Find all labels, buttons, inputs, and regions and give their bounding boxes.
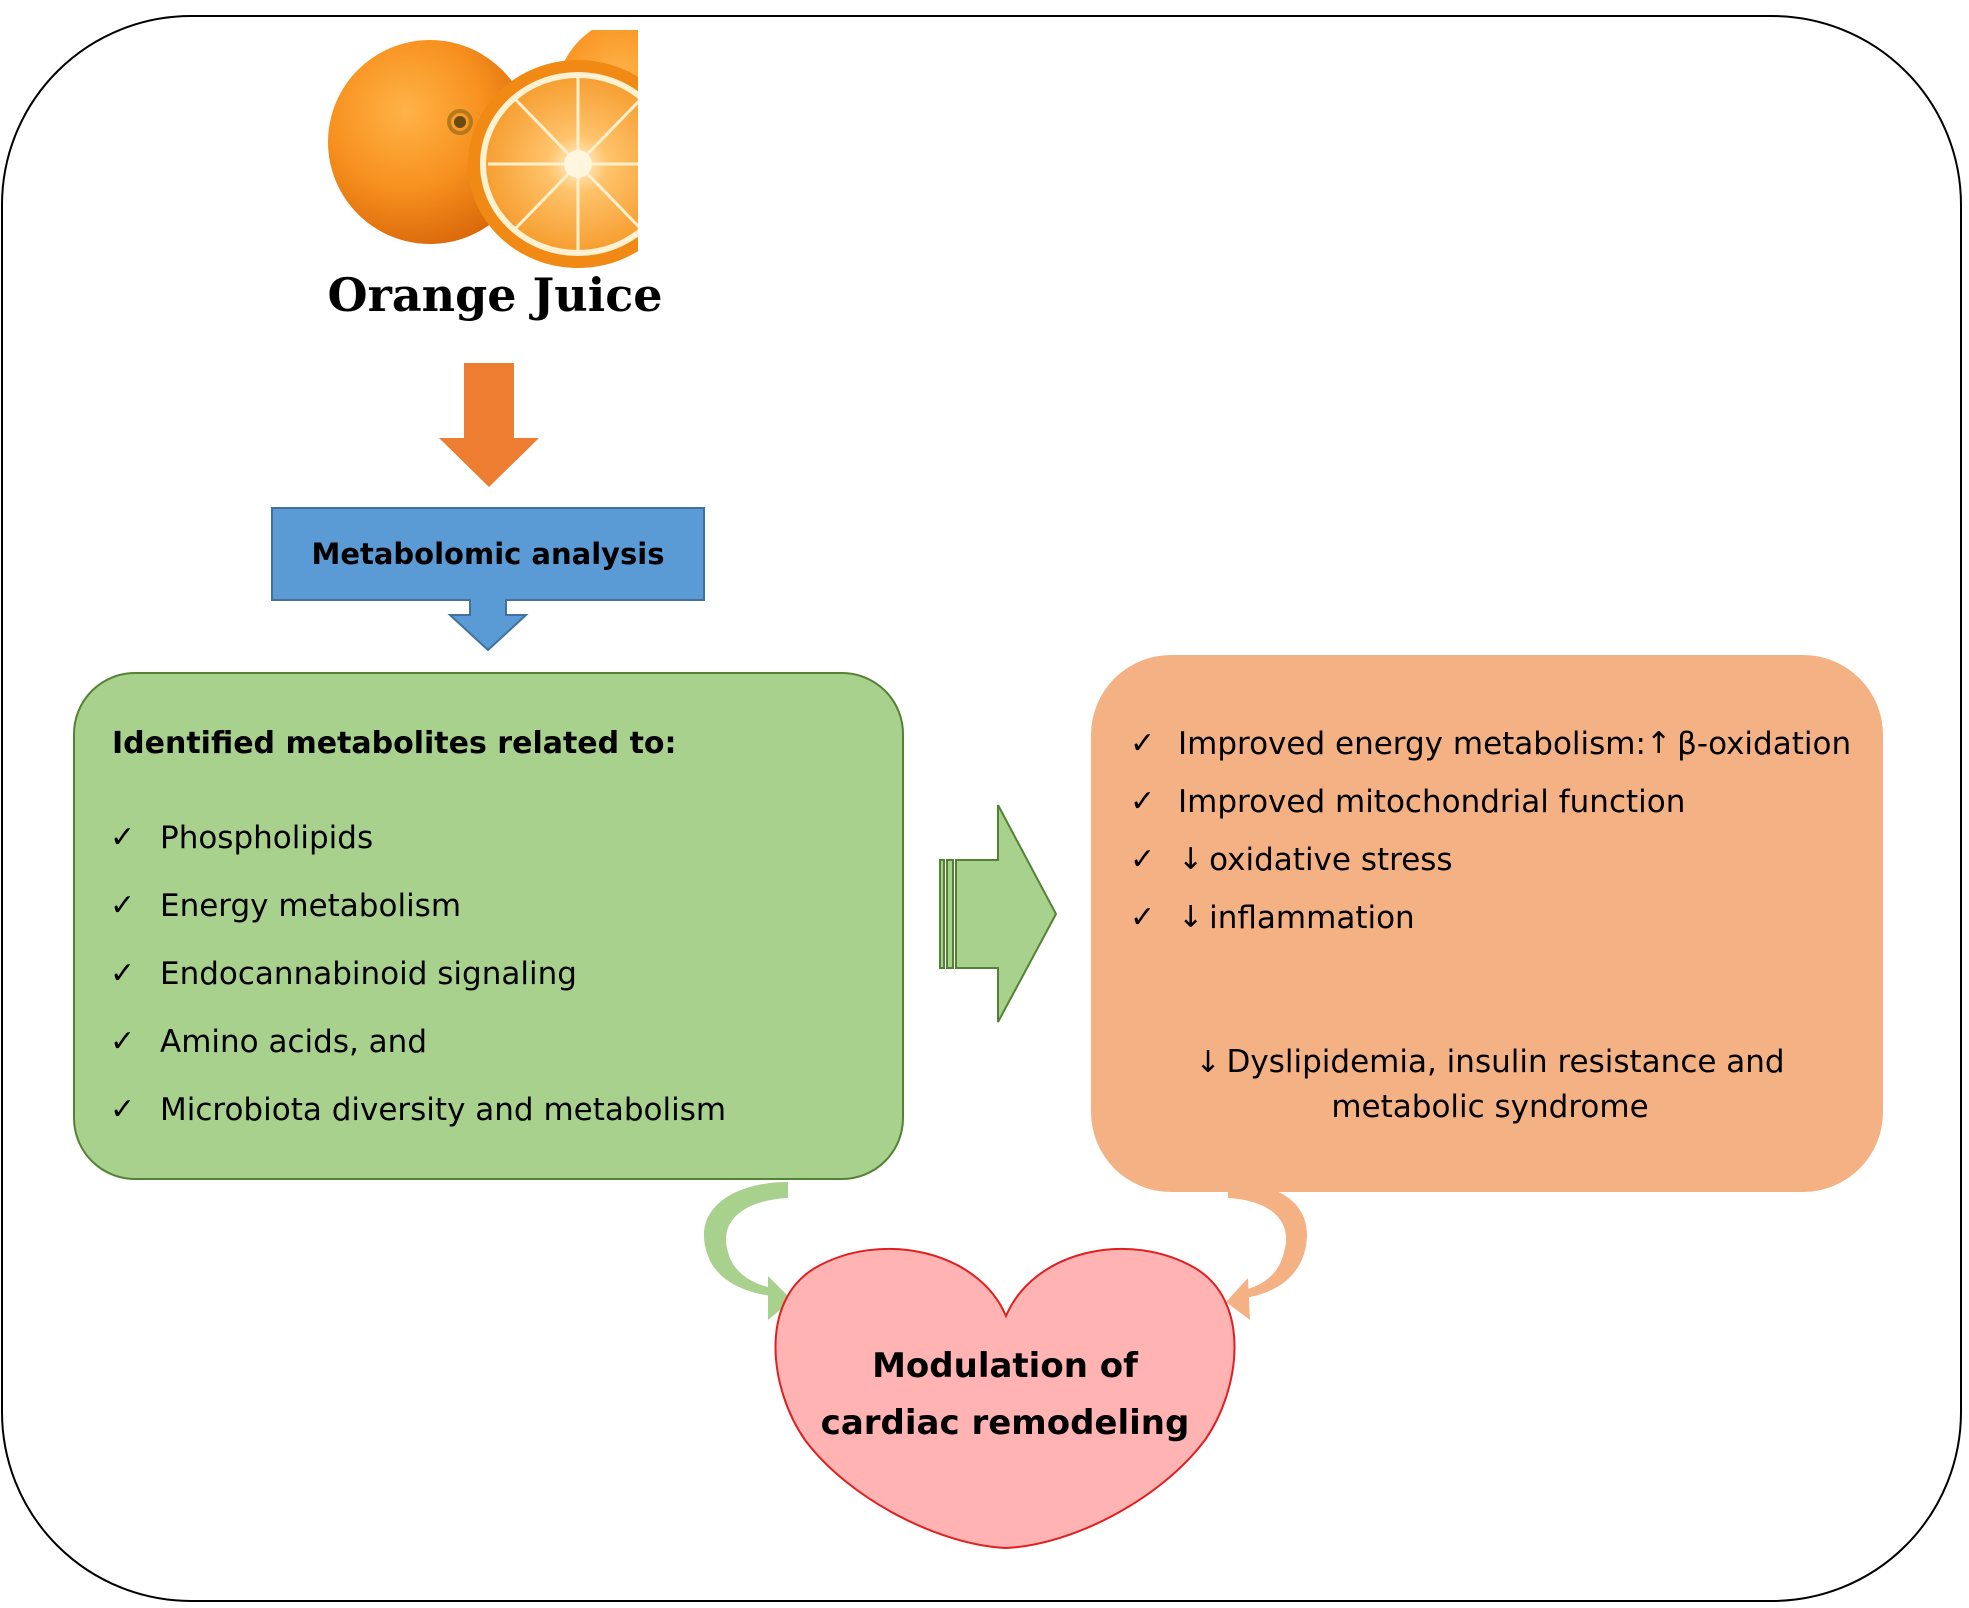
metabolites-list: ✓Phospholipids ✓Energy metabolism ✓Endoc… (110, 820, 726, 1160)
list-item: ✓Improved energy metabolism: ↑β-oxidatio… (1130, 726, 1852, 762)
up-arrow-icon: ↑ (1645, 726, 1672, 761)
list-item: ✓↓inflammation (1130, 900, 1415, 936)
list-item: ✓Amino acids, and (110, 1024, 427, 1060)
orange-down-arrow (439, 363, 539, 487)
list-item: ✓↓oxidative stress (1130, 842, 1453, 878)
down-arrow-icon: ↓ (1178, 842, 1204, 877)
diagram-frame (1, 15, 1962, 1602)
metabolomic-analysis-label: Metabolomic analysis (311, 537, 665, 571)
check-icon: ✓ (1130, 784, 1156, 819)
heart-icon (774, 1248, 1236, 1550)
effects-conclusion: ↓Dyslipidemia, insulin resistance and me… (1180, 1040, 1800, 1130)
list-item: ✓Phospholipids (110, 820, 374, 856)
check-icon: ✓ (110, 956, 136, 991)
down-arrow-icon: ↓ (1195, 1045, 1221, 1080)
check-icon: ✓ (110, 888, 136, 923)
metabolites-heading: Identified metabolites related to: (112, 726, 677, 761)
cardiac-remodeling-label: Modulation of cardiac remodeling (820, 1346, 1190, 1443)
effects-list: ✓Improved energy metabolism: ↑β-oxidatio… (1130, 726, 1851, 958)
green-curved-arrow (703, 1182, 792, 1320)
check-icon: ✓ (1130, 900, 1156, 935)
down-arrow-icon: ↓ (1178, 900, 1204, 935)
check-icon: ✓ (110, 1024, 136, 1059)
list-item: ✓Energy metabolism (110, 888, 462, 924)
orange-fruit-icon (328, 30, 638, 268)
check-icon: ✓ (110, 1092, 136, 1127)
orange-juice-title: Orange Juice (327, 268, 663, 322)
check-icon: ✓ (110, 820, 136, 855)
list-item: ✓Microbiota diversity and metabolism (110, 1092, 727, 1128)
check-icon: ✓ (1130, 726, 1156, 761)
orange-curved-arrow (1226, 1182, 1307, 1320)
metabolites-box (73, 672, 904, 1180)
list-item: ✓Improved mitochondrial function (1130, 784, 1686, 820)
green-right-arrow (939, 804, 1058, 1023)
metabolomic-callout (271, 507, 705, 652)
list-item: ✓Endocannabinoid signaling (110, 956, 577, 992)
effects-box (1091, 655, 1883, 1192)
check-icon: ✓ (1130, 842, 1156, 877)
